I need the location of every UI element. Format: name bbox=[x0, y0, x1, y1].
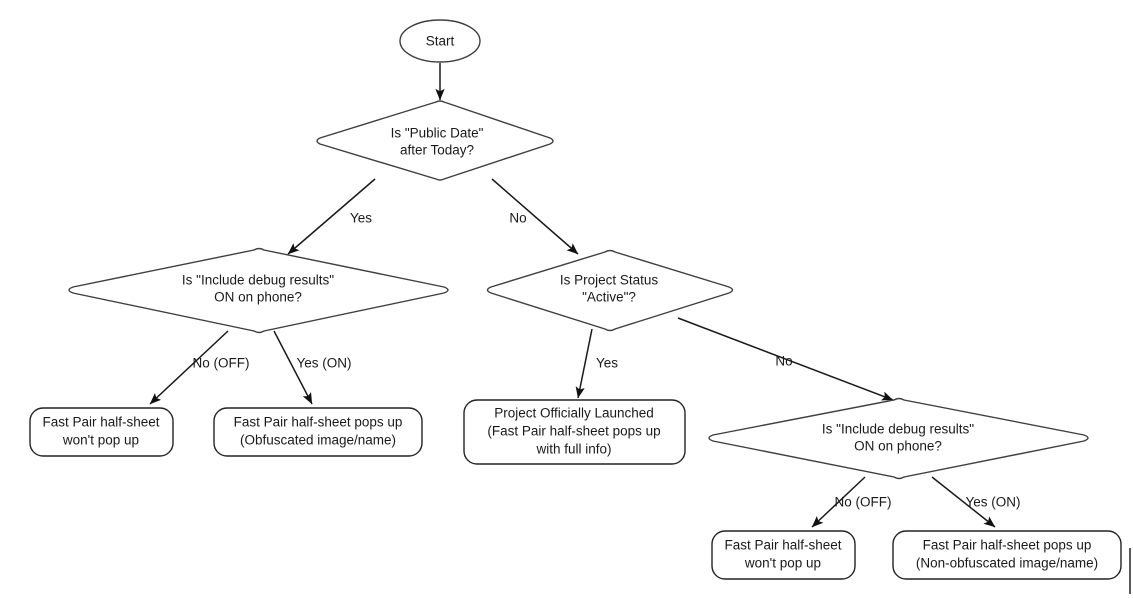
terminal-launched-line1: Project Officially Launched bbox=[494, 406, 654, 421]
terminal-left-yes-line2: (Obfuscated image/name) bbox=[240, 433, 396, 448]
debug-right-diamond-shape bbox=[708, 397, 1089, 480]
terminal-right-yes-line1: Fast Pair half-sheet pops up bbox=[923, 538, 1092, 553]
start-ellipse-shape bbox=[399, 19, 481, 63]
debug-left-label-line2: ON on phone? bbox=[214, 290, 302, 305]
node-decision-debug-left[interactable]: Is "Include debug results" ON on phone? bbox=[68, 247, 449, 334]
public-date-label-line2: after Today? bbox=[400, 143, 474, 158]
terminal-launched-shape bbox=[463, 399, 686, 465]
terminal-left-no-line2: won't pop up bbox=[62, 433, 139, 448]
page-edge-artifact bbox=[1129, 548, 1131, 594]
project-status-label-line2: "Active"? bbox=[582, 290, 636, 305]
node-terminal-launched[interactable]: Project Officially Launched (Fast Pair h… bbox=[463, 399, 686, 465]
node-decision-project-status[interactable]: Is Project Status "Active"? bbox=[486, 249, 734, 332]
edge-project-status-no bbox=[677, 317, 894, 401]
node-terminal-right-no[interactable]: Fast Pair half-sheet won't pop up bbox=[711, 530, 856, 580]
terminal-right-no-line2: won't pop up bbox=[744, 556, 821, 571]
edge-label-project-status-yes: Yes bbox=[596, 356, 618, 371]
edge-project-status-yes bbox=[575, 328, 593, 399]
edge-label-public-date-yes: Yes bbox=[350, 211, 372, 226]
terminal-left-yes-shape bbox=[213, 407, 423, 457]
edge-debug-right-no bbox=[811, 476, 866, 528]
edge-debug-left-no bbox=[149, 330, 229, 405]
terminal-launched-line2: (Fast Pair half-sheet pops up bbox=[487, 424, 660, 439]
edge-label-public-date-no: No bbox=[509, 211, 526, 226]
terminal-right-yes-shape bbox=[892, 530, 1122, 580]
node-terminal-left-no[interactable]: Fast Pair half-sheet won't pop up bbox=[29, 407, 174, 457]
debug-right-label-line2: ON on phone? bbox=[854, 439, 942, 454]
edge-public-date-yes bbox=[287, 178, 376, 255]
terminal-launched-line3: with full info) bbox=[535, 442, 611, 457]
terminal-left-no-shape bbox=[29, 407, 174, 457]
public-date-label-line1: Is "Public Date" bbox=[391, 126, 484, 141]
public-date-diamond-shape bbox=[316, 100, 554, 181]
edge-label-project-status-no: No bbox=[775, 354, 792, 369]
terminal-right-no-line1: Fast Pair half-sheet bbox=[724, 538, 841, 553]
node-terminal-right-yes[interactable]: Fast Pair half-sheet pops up (Non-obfusc… bbox=[892, 530, 1122, 580]
project-status-diamond-shape bbox=[486, 249, 734, 332]
debug-left-label-line1: Is "Include debug results" bbox=[182, 273, 334, 288]
edge-public-date-no bbox=[491, 178, 579, 255]
terminal-right-no-shape bbox=[711, 530, 856, 580]
edge-label-debug-right-yes: Yes (ON) bbox=[965, 495, 1020, 510]
node-start[interactable]: Start bbox=[399, 19, 481, 63]
node-decision-debug-right[interactable]: Is "Include debug results" ON on phone? bbox=[708, 397, 1089, 480]
node-terminal-left-yes[interactable]: Fast Pair half-sheet pops up (Obfuscated… bbox=[213, 407, 423, 457]
debug-left-diamond-shape bbox=[68, 247, 449, 334]
edge-debug-left-yes bbox=[273, 330, 313, 405]
terminal-right-yes-line2: (Non-obfuscated image/name) bbox=[916, 556, 1098, 571]
edge-label-debug-left-yes: Yes (ON) bbox=[296, 356, 351, 371]
terminal-left-yes-line1: Fast Pair half-sheet pops up bbox=[234, 415, 403, 430]
edge-label-debug-right-no: No (OFF) bbox=[835, 495, 892, 510]
edge-debug-right-yes bbox=[931, 476, 996, 528]
debug-right-label-line1: Is "Include debug results" bbox=[822, 422, 974, 437]
terminal-left-no-line1: Fast Pair half-sheet bbox=[42, 415, 159, 430]
start-label: Start bbox=[426, 34, 455, 49]
node-decision-public-date[interactable]: Is "Public Date" after Today? bbox=[316, 100, 554, 181]
project-status-label-line1: Is Project Status bbox=[560, 273, 659, 288]
edge-label-debug-left-no: No (OFF) bbox=[193, 356, 250, 371]
